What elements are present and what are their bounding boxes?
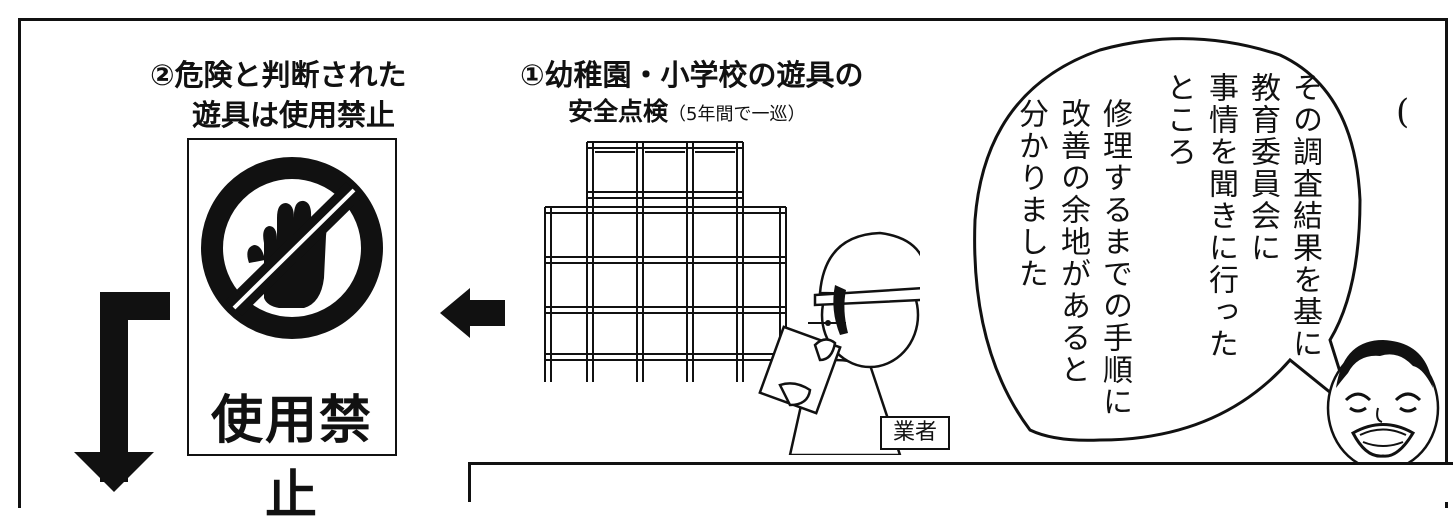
left-arrow-icon xyxy=(440,288,505,338)
speaker-face-illustration xyxy=(1326,340,1440,472)
bubble-col1: その調査結果を基に xyxy=(1287,72,1322,360)
no-hand-icon xyxy=(201,157,383,339)
play-structure-illustration xyxy=(544,141,787,382)
lower-panel xyxy=(468,462,1453,502)
bubble-col7: 分かりました xyxy=(1013,98,1048,290)
down-arrow-icon xyxy=(74,292,170,492)
worker-label: 業者 xyxy=(880,416,950,450)
step1-title: 安全点検 xyxy=(568,97,669,126)
step1-caption-line2: 安全点検（5年間で一巡） xyxy=(568,92,805,128)
prohibition-sign: 使用禁止 xyxy=(187,138,397,526)
speech-bubble xyxy=(973,37,1362,442)
panel-frame xyxy=(18,18,1448,508)
worker-illustration xyxy=(758,231,920,455)
step1-note: （5年間で一巡） xyxy=(668,104,806,125)
bubble-col5: 修理するまでの手順に xyxy=(1097,98,1132,418)
bubble-col4: ところ xyxy=(1161,72,1196,168)
step1-caption-line1: ①幼稚園・小学校の遊具の xyxy=(520,58,864,92)
step2-caption-line2: 遊具は使用禁止 xyxy=(192,98,396,132)
partial-bracket: ( xyxy=(1396,92,1410,132)
step2-caption-line1: ②危険と判断された xyxy=(150,58,407,92)
sign-label: 使用禁止 xyxy=(210,391,373,526)
bubble-col6: 改善の余地があると xyxy=(1055,98,1090,386)
bubble-col2: 教育委員会に xyxy=(1245,72,1280,264)
bubble-col3: 事情を聞きに行った xyxy=(1203,72,1238,360)
